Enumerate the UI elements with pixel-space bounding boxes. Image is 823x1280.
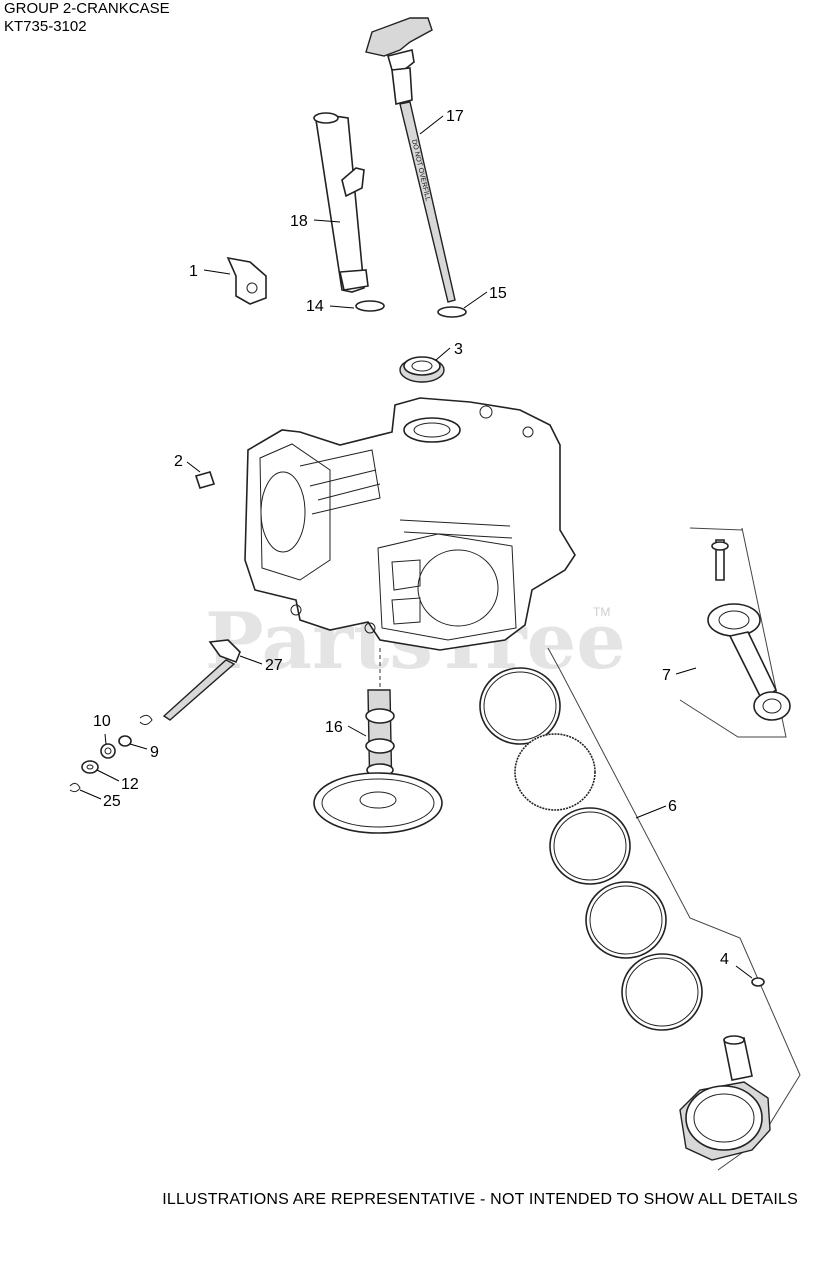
leader-27: [239, 655, 263, 665]
callout-27[interactable]: 27: [265, 657, 283, 674]
part-6-group-outline: [547, 647, 801, 1171]
washer-part-10-hole: [104, 747, 112, 755]
callout-6[interactable]: 6: [668, 798, 677, 815]
callout-16[interactable]: 16: [325, 719, 343, 736]
callout-25[interactable]: 25: [103, 793, 121, 810]
washer-part-12[interactable]: [81, 760, 99, 774]
callout-4[interactable]: 4: [720, 951, 729, 968]
model-number: KT735-3102: [4, 18, 87, 35]
leader-10: [104, 733, 107, 745]
leader-4: [735, 965, 753, 979]
disclaimer-footer: ILLUSTRATIONS ARE REPRESENTATIVE - NOT I…: [162, 1191, 798, 1208]
callout-2[interactable]: 2: [174, 453, 183, 470]
o-ring-part-15[interactable]: [437, 306, 467, 318]
piston-pin[interactable]: [723, 1035, 753, 1081]
callout-12[interactable]: 12: [121, 776, 139, 793]
leader-6: [635, 805, 667, 819]
callout-3[interactable]: 3: [454, 341, 463, 358]
washer-part-12-hole: [86, 764, 94, 770]
callout-17[interactable]: 17: [446, 108, 464, 125]
callout-1[interactable]: 1: [189, 263, 198, 280]
connecting-rod-part-7[interactable]: [707, 539, 791, 721]
watermark-trademark: TM: [593, 605, 610, 619]
callout-14[interactable]: 14: [306, 298, 324, 315]
oil-seal-part-3[interactable]: [399, 356, 445, 383]
dipstick-part-17[interactable]: DO NOT OVERFILL: [365, 17, 456, 303]
leader-9: [129, 743, 148, 750]
leader-7: [675, 667, 697, 675]
clip-near-shaft[interactable]: [139, 714, 153, 726]
fill-tube-part-18[interactable]: [313, 112, 369, 293]
o-ring-part-14[interactable]: [355, 300, 385, 312]
callout-18[interactable]: 18: [290, 213, 308, 230]
bracket-part-1[interactable]: [226, 256, 267, 305]
leader-12: [96, 769, 120, 782]
callout-7[interactable]: 7: [662, 667, 671, 684]
piston[interactable]: [679, 1081, 771, 1161]
governor-shaft-part-27[interactable]: [162, 639, 241, 721]
piston-rings-part-6[interactable]: [479, 667, 703, 1031]
leader-17: [419, 115, 444, 135]
leader-18: [313, 219, 341, 223]
leader-16: [347, 725, 367, 737]
leader-14: [329, 305, 355, 309]
diagram-group-title: GROUP 2-CRANKCASE: [4, 0, 170, 17]
callout-9[interactable]: 9: [150, 744, 159, 761]
retaining-ring-part-4[interactable]: [751, 977, 765, 987]
part-7-group-outline: [679, 527, 787, 738]
callout-10[interactable]: 10: [93, 713, 111, 730]
callout-15[interactable]: 15: [489, 285, 507, 302]
leader-25: [79, 789, 102, 800]
leader-1: [203, 269, 231, 275]
leader-2: [186, 461, 201, 473]
leader-3: [435, 347, 451, 361]
seal-part-9[interactable]: [118, 735, 132, 747]
leader-15: [463, 291, 488, 309]
crankcase-block[interactable]: [244, 397, 576, 651]
washer-part-10[interactable]: [100, 743, 116, 759]
e-clip-part-25[interactable]: [69, 782, 81, 793]
plug-part-2[interactable]: [194, 471, 216, 489]
camshaft-part-16[interactable]: [313, 689, 443, 834]
